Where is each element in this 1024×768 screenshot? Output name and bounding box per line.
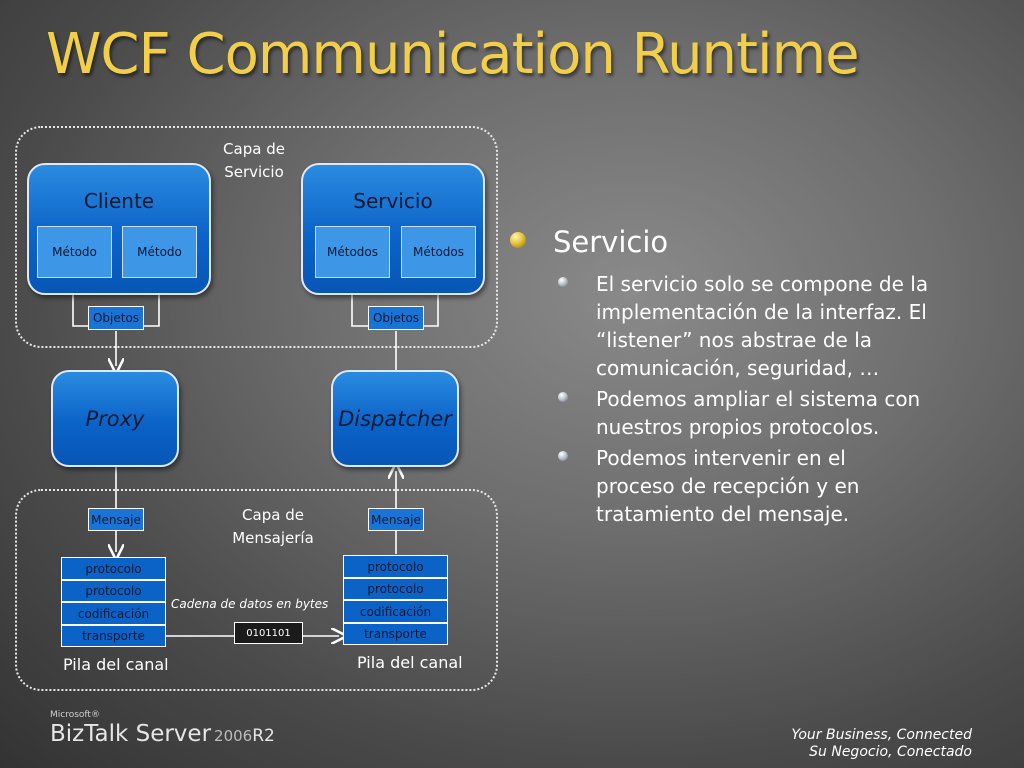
- byte-stream-label: Cadena de datos en bytes: [171, 597, 329, 611]
- service-layer-region: [15, 126, 498, 348]
- proxy-box: Proxy: [51, 370, 179, 467]
- tagline-spanish: Su Negocio, Conectado: [809, 744, 972, 760]
- service-title: Servicio: [353, 189, 433, 213]
- silver-sphere-bullet-icon: [558, 277, 568, 287]
- microsoft-logo-text: Microsoft®: [50, 710, 100, 720]
- slide-title: WCF Communication Runtime: [46, 22, 860, 87]
- client-stack-transport: transporte: [61, 625, 166, 647]
- service-methods-box: Métodos: [401, 226, 476, 278]
- service-stack-transport: transporte: [343, 623, 448, 645]
- service-stack-protocol: protocolo: [343, 578, 448, 600]
- client-method-box: Método: [37, 226, 112, 278]
- connector-arrow: [352, 281, 369, 327]
- tagline-english: Your Business, Connected: [791, 727, 972, 743]
- product-year: 2006: [214, 727, 253, 745]
- service-stack-encoding: codificación: [343, 600, 448, 623]
- silver-sphere-bullet-icon: [558, 451, 568, 461]
- client-method-box: Método: [122, 226, 197, 278]
- bullet-item: El servicio solo se compone de la implem…: [510, 270, 930, 382]
- byte-stream-box: 0101101: [234, 622, 303, 644]
- service-stack-protocol: protocolo: [343, 555, 448, 578]
- bullet-item-text: El servicio solo se compone de la implem…: [596, 272, 929, 380]
- service-methods-box: Métodos: [315, 226, 390, 278]
- service-message-box: Mensaje: [368, 508, 424, 531]
- proxy-label: Proxy: [85, 406, 145, 431]
- messaging-layer-label: Capa de Mensajería: [232, 506, 314, 547]
- bullet-item: Podemos intervenir en el proceso de rece…: [510, 444, 930, 528]
- bullet-item: Podemos ampliar el sistema con nuestros …: [510, 385, 930, 441]
- bullet-heading: Servicio: [510, 222, 930, 262]
- dispatcher-box: Dispatcher: [331, 370, 459, 467]
- client-channel-stack-label: Pila del canal: [63, 655, 169, 674]
- service-objects-box: Objetos: [368, 306, 424, 330]
- client-stack-protocol: protocolo: [61, 580, 166, 602]
- connector-arrow: [424, 281, 438, 327]
- service-channel-stack-label: Pila del canal: [357, 653, 463, 672]
- product-release: R2: [252, 726, 275, 746]
- bullet-item-text: Podemos ampliar el sistema con nuestros …: [596, 387, 921, 439]
- product-name: BizTalk Server: [50, 721, 212, 747]
- dispatcher-label: Dispatcher: [338, 406, 452, 431]
- client-stack-encoding: codificación: [61, 602, 166, 625]
- gold-sphere-bullet-icon: [510, 232, 526, 248]
- client-stack-protocol: protocolo: [61, 557, 166, 580]
- silver-sphere-bullet-icon: [558, 392, 568, 402]
- client-title: Cliente: [83, 189, 155, 213]
- client-message-box: Mensaje: [88, 508, 144, 531]
- bullet-item-text: Podemos intervenir en el proceso de rece…: [596, 446, 860, 526]
- bullet-list: Servicio El servicio solo se compone de …: [510, 222, 930, 528]
- service-layer-label: Capa de Servicio: [223, 140, 285, 181]
- bullet-heading-text: Servicio: [553, 225, 669, 259]
- messaging-layer-region: [15, 489, 498, 691]
- client-objects-box: Objetos: [88, 306, 144, 330]
